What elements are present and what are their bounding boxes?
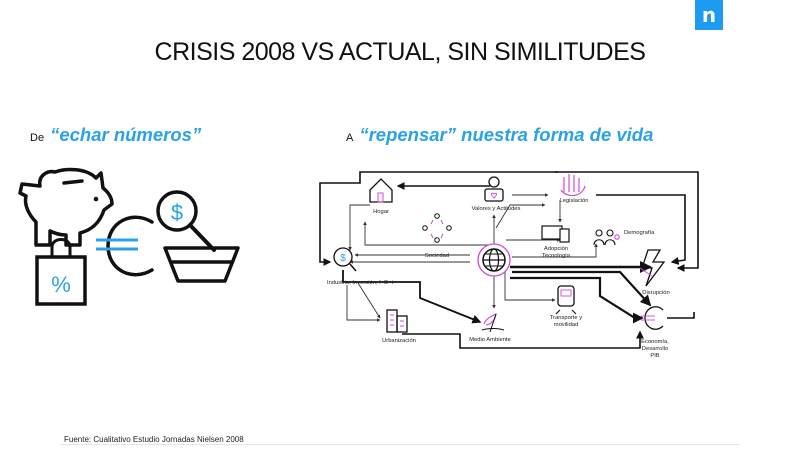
node-globe [477,243,511,277]
node-sociedad: Sociedad [422,213,452,259]
label-transporte-1: Transporte y [550,315,582,321]
label-industria: Industria, Inversión, I+D+i [327,280,393,286]
diagram-connectors [319,171,699,349]
label-hogar: Hogar [373,209,389,215]
label-disrupcion: Disrupción [642,290,669,296]
node-valores: Valores y Actitudes [472,176,521,212]
piggy-bank-icon [18,167,114,247]
footer-divider [60,444,740,445]
label-urbanizacion: Urbanización [382,338,416,344]
page-title: CRISIS 2008 VS ACTUAL, SIN SIMILITUDES [154,38,646,66]
percent-bag-icon: % [35,238,87,306]
label-adopcion-1: Adopción [544,246,568,252]
node-legislacion: Legislación [559,174,589,204]
diagram-connectors-thin [346,193,598,322]
nielsen-logo: n [695,0,723,30]
right-heading: A “repensar” nuestra forma de vida [346,124,653,146]
label-sociedad: Sociedad [425,253,449,259]
node-hogar: Hogar [369,178,393,215]
node-adopcion: Adopción Tecnología [541,225,571,259]
label-economia-2: Desarrollo [642,346,668,352]
svg-text:$: $ [340,253,346,264]
basket-icon [163,246,240,283]
label-adopcion-2: Tecnología [542,253,571,259]
left-heading: De “echar números” [30,124,201,146]
label-economia-3: PIB [650,353,659,359]
node-transporte: Transporte y movilidad [550,285,582,328]
node-urbanizacion: Urbanización [382,309,416,344]
label-valores: Valores y Actitudes [472,206,521,212]
source-note: Fuente: Cualitativo Estudio Jornadas Nie… [64,435,244,444]
left-heading-prefix: De [30,132,45,144]
node-economia: Economía, Desarrollo PIB [641,306,669,359]
label-legislacion: Legislación [559,198,588,204]
label-economia-1: Economía, [641,339,669,345]
label-transporte-2: movilidad [554,322,579,328]
right-heading-prefix: A [346,132,354,144]
left-heading-quote: “echar números” [50,124,202,145]
right-heading-quote: “repensar” nuestra forma de vida [359,124,654,145]
label-medio-ambiente: Medio Ambiente [469,337,511,343]
node-disrupcion: Disrupción [639,249,670,296]
dollar-magnifier-icon: $ [156,190,216,252]
node-industria: $ Industria, Inversión, I+D+i [327,247,393,286]
node-demografia: Demografía [593,229,655,246]
node-medio-ambiente: Medio Ambiente [469,313,511,343]
euro-icon [96,215,154,277]
percent-symbol: % [51,272,71,297]
label-demografia: Demografía [624,230,655,236]
dollar-symbol: $ [171,200,183,225]
